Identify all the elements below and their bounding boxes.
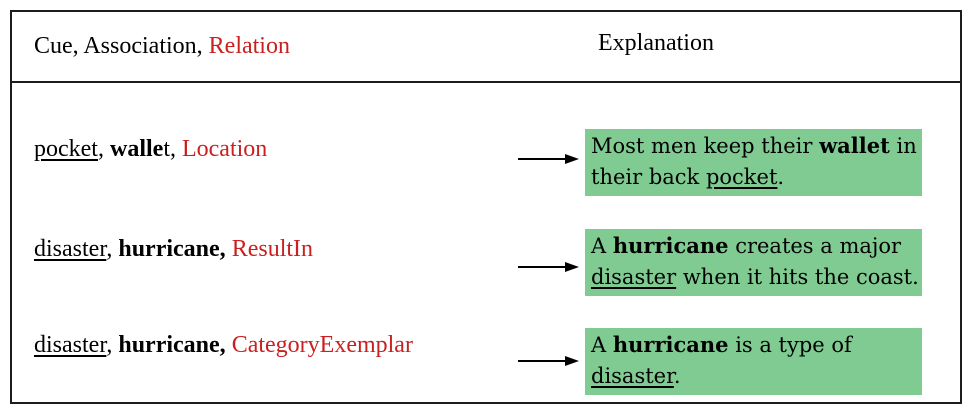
cue-association-relation-cell: pocket, wallet, Location [34,136,267,163]
text-segment: hurricane, [118,236,226,262]
text-segment: creates a major [728,234,902,258]
text-segment: wallet [819,133,890,158]
arrow-right-icon [518,356,579,366]
text-segment: Cue, Association, [34,33,209,59]
cue-association-relation-cell: disaster, hurricane, CategoryExemplar [34,332,413,359]
explanation-line: disaster. [591,361,922,392]
arrow-right-icon [518,154,579,164]
text-segment: A [591,234,613,258]
table-header-row: Cue, Association, Relation Explanation [12,12,960,83]
header-explanation: Explanation [598,30,714,56]
text-segment: t, [163,136,182,162]
text-segment: Most men keep their [591,134,820,158]
text-segment: CategoryExemplar [231,332,413,358]
text-segment: disaster [591,265,677,289]
cue-association-relation-cell: disaster, hurricane, ResultIn [34,236,313,263]
text-segment: A [591,333,613,357]
text-segment: , [106,236,119,262]
text-segment: pocket [34,136,98,162]
text-segment: , [97,136,110,162]
text-segment: walle [109,136,164,162]
text-segment: when it hits the coast. [676,265,919,289]
explanation-line: A hurricane creates a major [591,230,922,262]
arrow-shaft [518,360,566,362]
header-cue-association-relation: Cue, Association, Relation [34,33,290,60]
text-segment: in [889,134,917,158]
explanation-line: disaster when it hits the coast. [591,262,922,293]
explanation-line: their back pocket. [591,162,922,193]
arrow-shaft [518,266,566,268]
arrow-head [565,154,579,164]
text-segment: pocket [705,165,778,189]
text-segment: hurricane, [118,332,226,358]
text-segment: . [673,364,681,388]
text-segment: ResultIn [231,236,314,262]
text-segment: hurricane [612,332,729,357]
text-segment: disaster [34,332,107,358]
figure-frame: Cue, Association, Relation Explanation p… [10,10,962,404]
text-segment: Relation [208,33,290,59]
arrow-head [565,262,579,272]
arrow-shaft [518,158,566,160]
text-segment: , [106,332,119,358]
text-segment: . [777,165,785,189]
text-segment: Location [181,136,268,162]
text-segment: disaster [34,236,107,262]
explanation-line: Most men keep their wallet in [591,130,922,162]
text-segment: disaster [591,364,674,388]
text-segment: is a type of [728,333,852,357]
arrow-head [565,356,579,366]
text-segment: their back [591,165,706,189]
explanation-line: A hurricane is a type of [591,329,922,361]
arrow-right-icon [518,262,579,272]
text-segment: hurricane [612,233,729,258]
